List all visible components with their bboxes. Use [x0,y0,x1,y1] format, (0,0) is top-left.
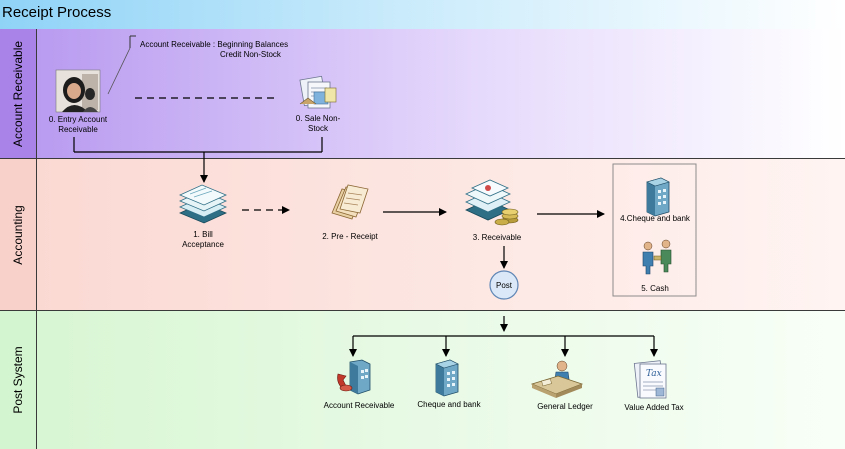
post-account-receivable-label: Account Receivable [323,401,395,410]
building-phone-icon[interactable] [337,359,371,395]
documents-coins-icon[interactable] [465,179,519,226]
building-icon[interactable] [646,177,670,217]
page-title: Receipt Process [2,4,112,21]
node-sale-non-stock-label: 0. Sale Non- Stock [295,114,341,133]
connector-merge [73,137,323,183]
lane-accounting: Accounting [0,159,845,311]
node-post-label: Post [495,281,512,290]
annotation-line-2: Credit Non-Stock [220,50,281,59]
tax-document-icon[interactable]: Tax [633,360,667,399]
people-exchange-icon[interactable] [642,239,672,275]
annotation-bracket [107,35,136,95]
node-receivable-label: 3. Receivable [472,233,522,242]
lane-header: Accounting [0,159,37,310]
node-cheque-and-bank-label: 4.Cheque and bank [620,214,690,223]
lane-account-receivable: Account Receivable [0,29,845,159]
documents-clipboard-icon[interactable] [299,75,337,109]
lane-header: Account Receivable [0,29,37,158]
post-cheque-and-bank-label: Cheque and bank [417,400,481,409]
annotation-line-1: Account Receivable : Beginning Balances [140,40,289,49]
scroll-documents-icon[interactable] [331,184,369,220]
node-pre-receipt-label: 2. Pre - Receipt [322,232,378,241]
post-general-ledger-label: General Ledger [537,402,593,411]
node-entry-account-receivable-label: 0. Entry Account Receivable [48,115,108,134]
node-bill-acceptance-label: 1. Bill Acceptance [182,230,224,249]
lane-header: Post System [0,311,37,449]
post-circle-icon[interactable] [489,270,519,300]
stacked-papers-icon[interactable] [178,184,228,224]
building-icon[interactable] [435,359,459,397]
connector-post-distribution [349,316,658,357]
post-value-added-tax-label: Value Added Tax [624,403,684,412]
clerk-desk-icon[interactable] [530,360,584,398]
node-cash-label: 5. Cash [641,284,669,293]
svg-text:Tax: Tax [646,369,662,379]
payment-group-box [612,163,697,297]
person-photo-icon[interactable] [55,69,101,113]
